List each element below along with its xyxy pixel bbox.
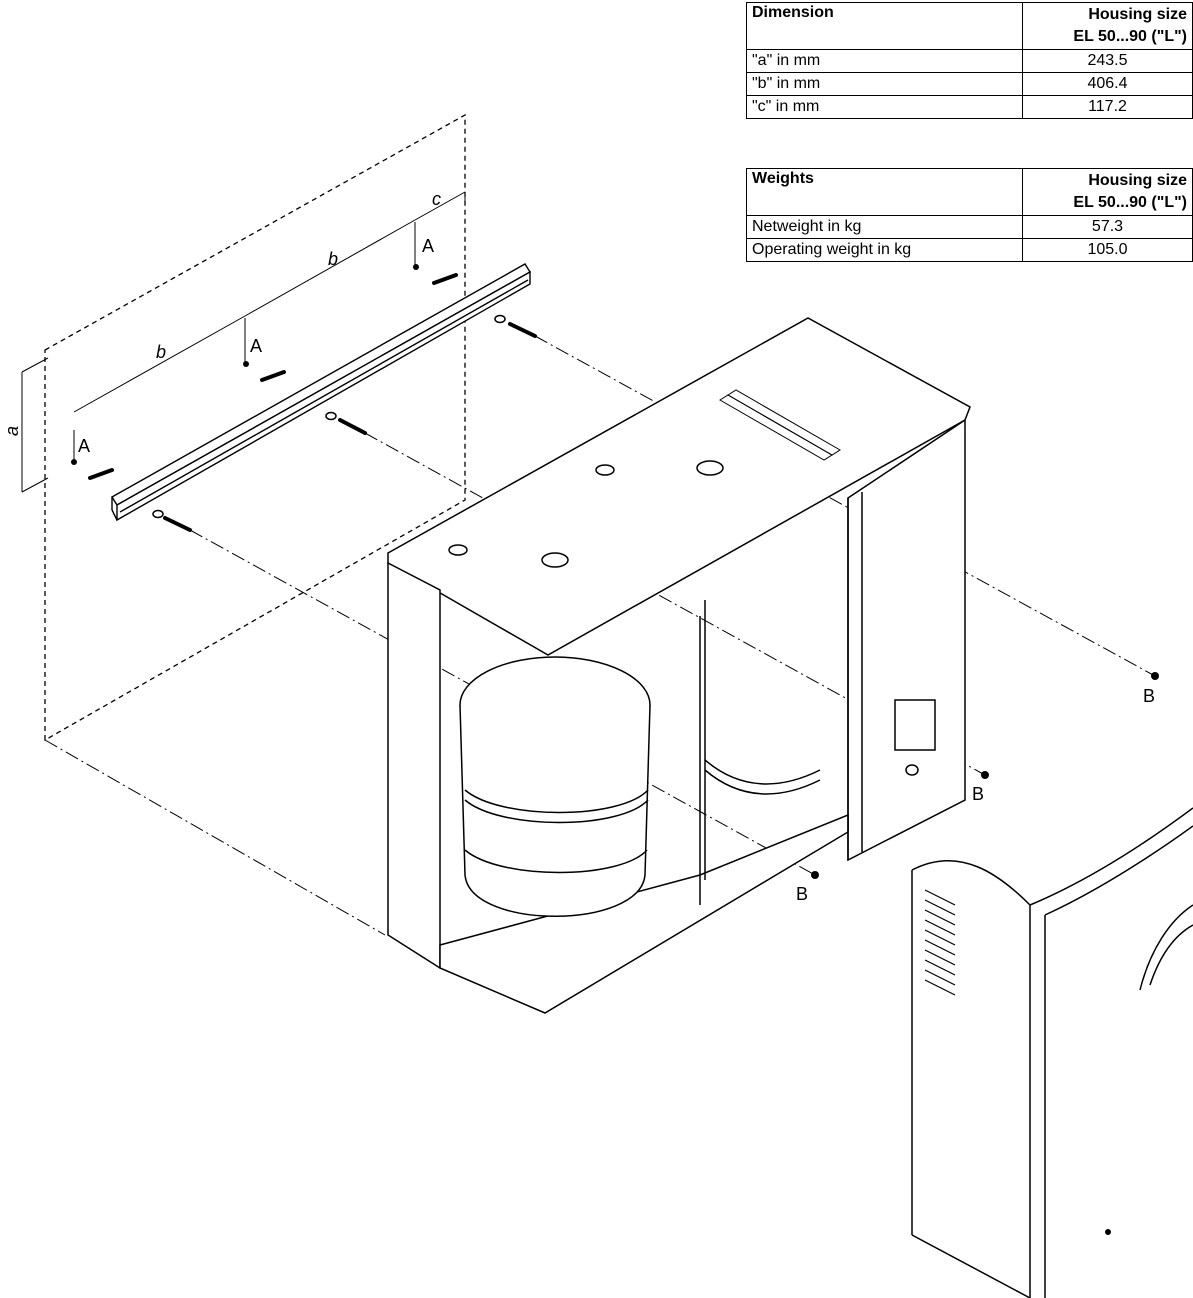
cover-vent-slots <box>924 889 956 996</box>
dimension-label-a: a <box>2 426 22 436</box>
dimension-lines <box>21 191 466 493</box>
weights-header-line1: Housing size <box>1088 172 1187 189</box>
weights-table: Weights Housing size EL 50...90 ("L") Ne… <box>746 168 1193 262</box>
table-row: "b" in mm 406.4 <box>746 72 1193 96</box>
row-label: "c" in mm <box>746 95 1023 119</box>
dimension-table-header: Dimension Housing size EL 50...90 ("L") <box>746 2 1193 50</box>
wall-screws <box>88 273 537 532</box>
row-label: "a" in mm <box>746 49 1023 73</box>
dimension-label-c: c <box>432 189 441 209</box>
point-label-b-2: B <box>972 784 984 804</box>
row-value: 243.5 <box>1022 49 1193 73</box>
front-cover <box>911 807 1193 1298</box>
point-label-a-3: A <box>422 236 434 256</box>
alignment-lines <box>44 335 1156 936</box>
unit-housing <box>387 317 971 1014</box>
wall-outline <box>44 113 466 742</box>
point-label-a-1: A <box>78 436 90 456</box>
table-row: "c" in mm 117.2 <box>746 95 1193 119</box>
table-row: Netweight in kg 57.3 <box>746 215 1193 239</box>
weights-header-housing: Housing size EL 50...90 ("L") <box>1022 168 1193 216</box>
point-label-b-1: B <box>796 884 808 904</box>
dimension-header-housing: Housing size EL 50...90 ("L") <box>1022 2 1193 50</box>
fixing-screws-b <box>811 672 1159 879</box>
row-value: 406.4 <box>1022 72 1193 96</box>
row-label: "b" in mm <box>746 72 1023 96</box>
weights-header-line2: EL 50...90 ("L") <box>1073 194 1187 211</box>
row-value: 105.0 <box>1022 238 1193 262</box>
weights-table-header: Weights Housing size EL 50...90 ("L") <box>746 168 1193 216</box>
row-value: 57.3 <box>1022 215 1193 239</box>
cover-screw <box>1105 1229 1111 1235</box>
weights-header-label: Weights <box>746 168 1023 216</box>
top-vent <box>719 389 841 461</box>
dimension-label-b-right: b <box>328 249 338 269</box>
rail-washers <box>152 314 506 519</box>
dimension-header-label: Dimension <box>746 2 1023 50</box>
table-row: Operating weight in kg 105.0 <box>746 238 1193 262</box>
dimension-header-line2: EL 50...90 ("L") <box>1073 28 1187 45</box>
row-value: 117.2 <box>1022 95 1193 119</box>
cover-logo-icon <box>1139 904 1193 991</box>
dimension-header-line1: Housing size <box>1088 6 1187 23</box>
control-panel <box>894 699 936 776</box>
table-row: "a" in mm 243.5 <box>746 49 1193 73</box>
point-label-b-3: B <box>1143 686 1155 706</box>
row-label: Netweight in kg <box>746 215 1023 239</box>
mounting-points-a <box>71 264 419 465</box>
steam-cylinders <box>459 600 821 917</box>
row-label: Operating weight in kg <box>746 238 1023 262</box>
dimension-label-b-left: b <box>156 342 166 362</box>
steam-outlets <box>448 460 724 568</box>
point-label-a-2: A <box>250 336 262 356</box>
dimension-table: Dimension Housing size EL 50...90 ("L") … <box>746 2 1193 119</box>
mounting-rail <box>111 263 531 522</box>
